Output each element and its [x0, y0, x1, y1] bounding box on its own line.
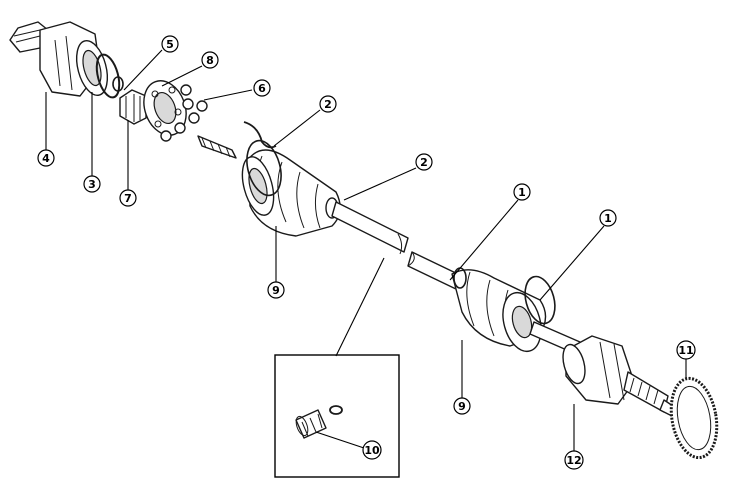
leader-lines	[45, 49, 687, 452]
svg-text:11: 11	[678, 344, 693, 357]
boot-band-left	[246, 139, 282, 197]
callout-4: 4	[37, 149, 55, 167]
callout-5: 5	[161, 35, 179, 53]
callout-12: 12	[564, 450, 584, 470]
svg-text:9: 9	[458, 400, 466, 413]
inner-race	[119, 89, 147, 125]
left-boot	[197, 135, 341, 237]
svg-text:5: 5	[166, 38, 174, 51]
svg-text:10: 10	[364, 444, 380, 457]
boot-band-clamp-left	[243, 121, 277, 149]
svg-text:6: 6	[258, 82, 266, 95]
svg-text:9: 9	[272, 284, 280, 297]
callout-2a: 2	[319, 95, 337, 113]
abs-tone-ring	[669, 376, 719, 460]
svg-text:8: 8	[206, 54, 214, 67]
svg-text:1: 1	[604, 212, 612, 225]
callout-9a: 9	[267, 281, 285, 299]
svg-text:2: 2	[420, 156, 428, 169]
callout-8: 8	[201, 51, 219, 69]
callout-11: 11	[676, 340, 696, 360]
callout-6: 6	[253, 79, 271, 97]
balls	[160, 84, 208, 142]
callout-1a: 1	[513, 183, 531, 201]
detail-inset	[274, 354, 400, 478]
drive-shaft	[331, 201, 463, 291]
callout-3: 3	[83, 175, 101, 193]
svg-text:2: 2	[324, 98, 332, 111]
svg-text:7: 7	[124, 192, 132, 205]
svg-text:3: 3	[88, 178, 96, 191]
inner-joint-housing	[562, 335, 677, 417]
callout-7: 7	[119, 189, 137, 207]
right-boot	[451, 267, 556, 353]
svg-text:4: 4	[42, 152, 50, 165]
callout-9b: 9	[453, 397, 471, 415]
callout-1b: 1	[599, 209, 617, 227]
callout-10: 10	[362, 440, 382, 460]
circlip-ring	[95, 53, 121, 99]
callout-2b: 2	[415, 153, 433, 171]
svg-text:12: 12	[566, 454, 581, 467]
svg-text:1: 1	[518, 186, 526, 199]
snap-ring	[112, 76, 124, 92]
